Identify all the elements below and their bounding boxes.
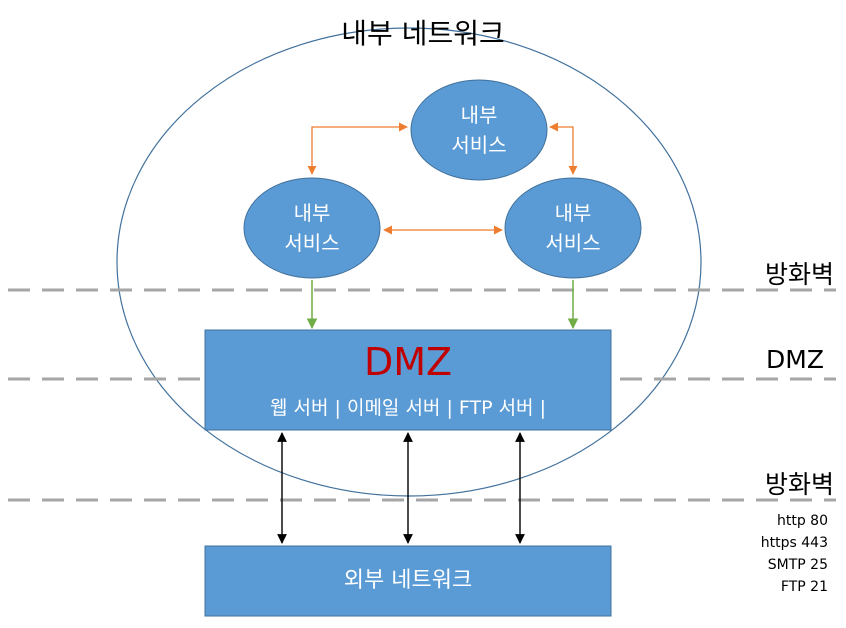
firewall-top-label: 방화벽 [764,260,834,289]
arrow-top-to-right [549,122,578,175]
arrow-left-to-top [307,122,408,175]
dmz-box [204,329,612,431]
port-item: SMTP 25 [767,557,828,573]
external-network-box [204,545,612,617]
port-item: FTP 21 [780,579,828,595]
internal-service-top-label: 내부 서비스 [411,82,547,178]
internal-service-right [504,177,642,279]
port-item: https 443 [760,535,828,551]
dmz-zone-label: DMZ [766,345,824,374]
dmz-title: DMZ [363,340,453,384]
dmz-servers: 웹 서버 | 이메일 서버 | FTP 서버 | [270,397,546,419]
port-item: http 80 [776,513,828,529]
service-line1: 내부 [460,103,498,127]
diagram-title: 내부 네트워크 [341,17,505,50]
port-list: http 80 https 443 SMTP 25 FTP 21 [761,510,828,598]
service-line2: 서비스 [284,231,340,255]
internal-service-left [243,177,381,279]
service-line2: 서비스 [451,133,507,157]
service-line1: 내부 [293,201,331,225]
external-network-label: 외부 네트워크 [343,568,473,593]
firewall-bottom-label: 방화벽 [764,470,834,499]
service-line1: 내부 [554,201,592,225]
internal-service-right-label: 내부 서비스 [505,180,641,276]
internal-service-top [410,79,548,181]
internal-service-left-label: 내부 서비스 [244,180,380,276]
service-line2: 서비스 [545,231,601,255]
